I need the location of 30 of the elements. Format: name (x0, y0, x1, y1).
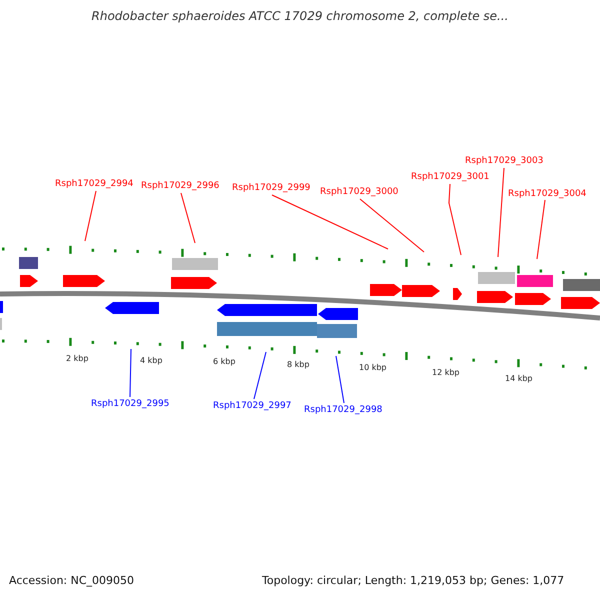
map-title: Rhodobacter sphaeroides ATCC 17029 chromosome 2, complete se... (90, 10, 510, 22)
gene-label: Rsph17029_2999 (232, 182, 310, 194)
leader-line (448, 184, 462, 256)
leader-line (360, 198, 424, 252)
tick-label: 10 kbp (359, 362, 387, 374)
leader-line (254, 352, 266, 400)
gene-label: Rsph17029_3001 (411, 171, 490, 183)
genome-info-text: Topology: circular; Length: 1,219,053 bp; Genes: 1,077 (262, 575, 564, 587)
accession-text: Accession: NC_009050 (9, 575, 134, 587)
tick-label: 6 kbp (213, 356, 236, 368)
tick-label: 12 kbp (432, 367, 460, 379)
gene-label: Rsph17029_2995 (91, 398, 170, 410)
gene-label: Rsph17029_3000 (320, 186, 398, 198)
tick-label: 4 kbp (140, 355, 162, 367)
tick-label: 14 kbp (505, 373, 533, 385)
leader-line (84, 190, 96, 242)
tick-label: 8 kbp (287, 359, 310, 371)
gene-label: Rsph17029_3004 (508, 188, 586, 200)
gene-label: Rsph17029_2997 (213, 400, 292, 412)
gene-label: Rsph17029_2994 (55, 178, 134, 190)
leader-line (130, 348, 132, 398)
tick-label: 2 kbp (66, 353, 88, 365)
gene-label: Rsph17029_2998 (304, 404, 382, 416)
leader-line (336, 356, 344, 404)
gene-label: Rsph17029_2996 (141, 180, 220, 192)
leader-line (536, 200, 546, 260)
leader-line (272, 194, 388, 250)
gene-label: Rsph17029_3003 (465, 155, 544, 167)
leader-line (498, 168, 504, 258)
leader-line (180, 192, 196, 244)
